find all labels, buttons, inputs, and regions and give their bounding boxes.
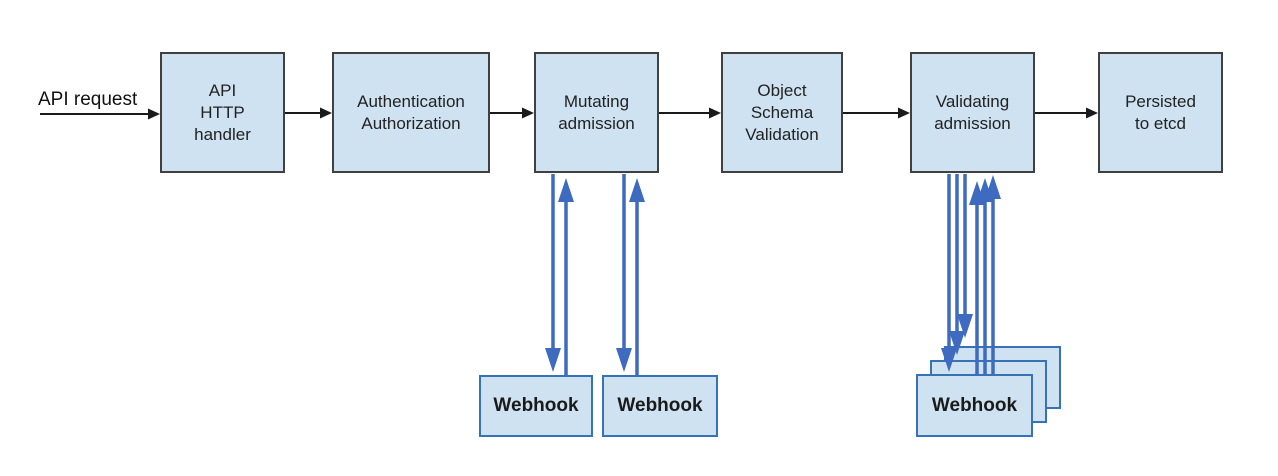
node-validating-admission: Validating admission [910,52,1035,173]
node-api-http-handler: API HTTP handler [160,52,285,173]
flow-arrow-validating-to-etcd [1035,107,1098,119]
flow-arrow-auth-to-mutating [490,107,534,119]
node-webhook-validating-front: Webhook [916,374,1033,437]
node-persisted-to-etcd: Persisted to etcd [1098,52,1223,173]
flow-arrow-schema-to-validating [843,107,910,119]
node-authentication-authorization: Authentication Authorization [332,52,490,173]
node-webhook-mutating-1: Webhook [479,375,593,437]
webhook-arrow-validating-down-1 [957,174,973,338]
webhook-arrow-mutating2-down [616,174,632,372]
flow-arrow-api-to-auth [285,107,332,119]
webhook-arrow-mutating2-up [629,178,645,375]
node-object-schema-validation: Object Schema Validation [721,52,843,173]
webhook-arrow-validating-down-3 [941,174,957,372]
webhook-arrow-validating-up-3 [985,175,1001,375]
webhook-arrow-mutating1-down [545,174,561,372]
node-mutating-admission: Mutating admission [534,52,659,173]
node-webhook-mutating-2: Webhook [602,375,718,437]
webhook-arrow-validating-down-2 [949,174,965,355]
webhook-arrow-mutating1-up [558,178,574,375]
flow-arrow-mutating-to-schema [659,107,721,119]
api-request-label: API request [38,89,138,110]
